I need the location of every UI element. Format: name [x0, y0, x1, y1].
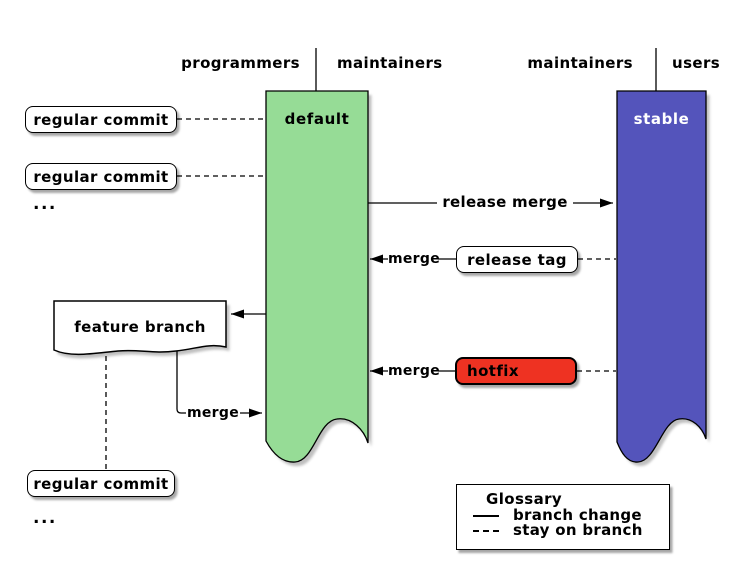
glossary-box: Glossary branch change stay on branch	[456, 484, 670, 550]
stable-branch-shape	[616, 90, 707, 463]
stable-branch-label: stable	[633, 110, 690, 128]
merge-label-hotfix: merge	[388, 363, 441, 379]
regular-commit-node-3: regular commit	[27, 470, 175, 497]
default-branch-label: default	[284, 110, 350, 128]
regular-commit-node-2: regular commit	[25, 163, 177, 190]
ellipsis-top: ...	[33, 194, 57, 214]
feature-branch-shape	[53, 300, 227, 356]
release-merge-label: release merge	[437, 194, 573, 211]
regular-commit-node-1: regular commit	[25, 106, 177, 133]
merge-label-release-tag: merge	[388, 251, 441, 267]
merge-label-feature: merge	[186, 405, 240, 421]
ellipsis-bottom: ...	[33, 508, 57, 528]
feature-merge-arrow	[176, 351, 262, 418]
column-header-maintainers-left: maintainers	[337, 54, 443, 72]
column-header-programmers: programmers	[181, 54, 300, 72]
default-branch-shape	[265, 90, 369, 463]
feature-branch-label: feature branch	[74, 318, 206, 336]
glossary-entry-label: stay on branch	[513, 521, 643, 539]
dashed-line-sample	[473, 529, 499, 532]
release-tag-node: release tag	[456, 246, 578, 273]
column-header-maintainers-right: maintainers	[527, 54, 633, 72]
glossary-title: Glossary	[486, 490, 563, 508]
hotfix-node: hotfix	[455, 357, 577, 385]
solid-line-sample	[473, 514, 499, 517]
glossary-entry-branch-change: branch change	[473, 508, 659, 523]
glossary-entry-label: branch change	[513, 506, 642, 524]
glossary-entry-stay-on-branch: stay on branch	[473, 523, 659, 538]
column-header-users: users	[672, 54, 721, 72]
